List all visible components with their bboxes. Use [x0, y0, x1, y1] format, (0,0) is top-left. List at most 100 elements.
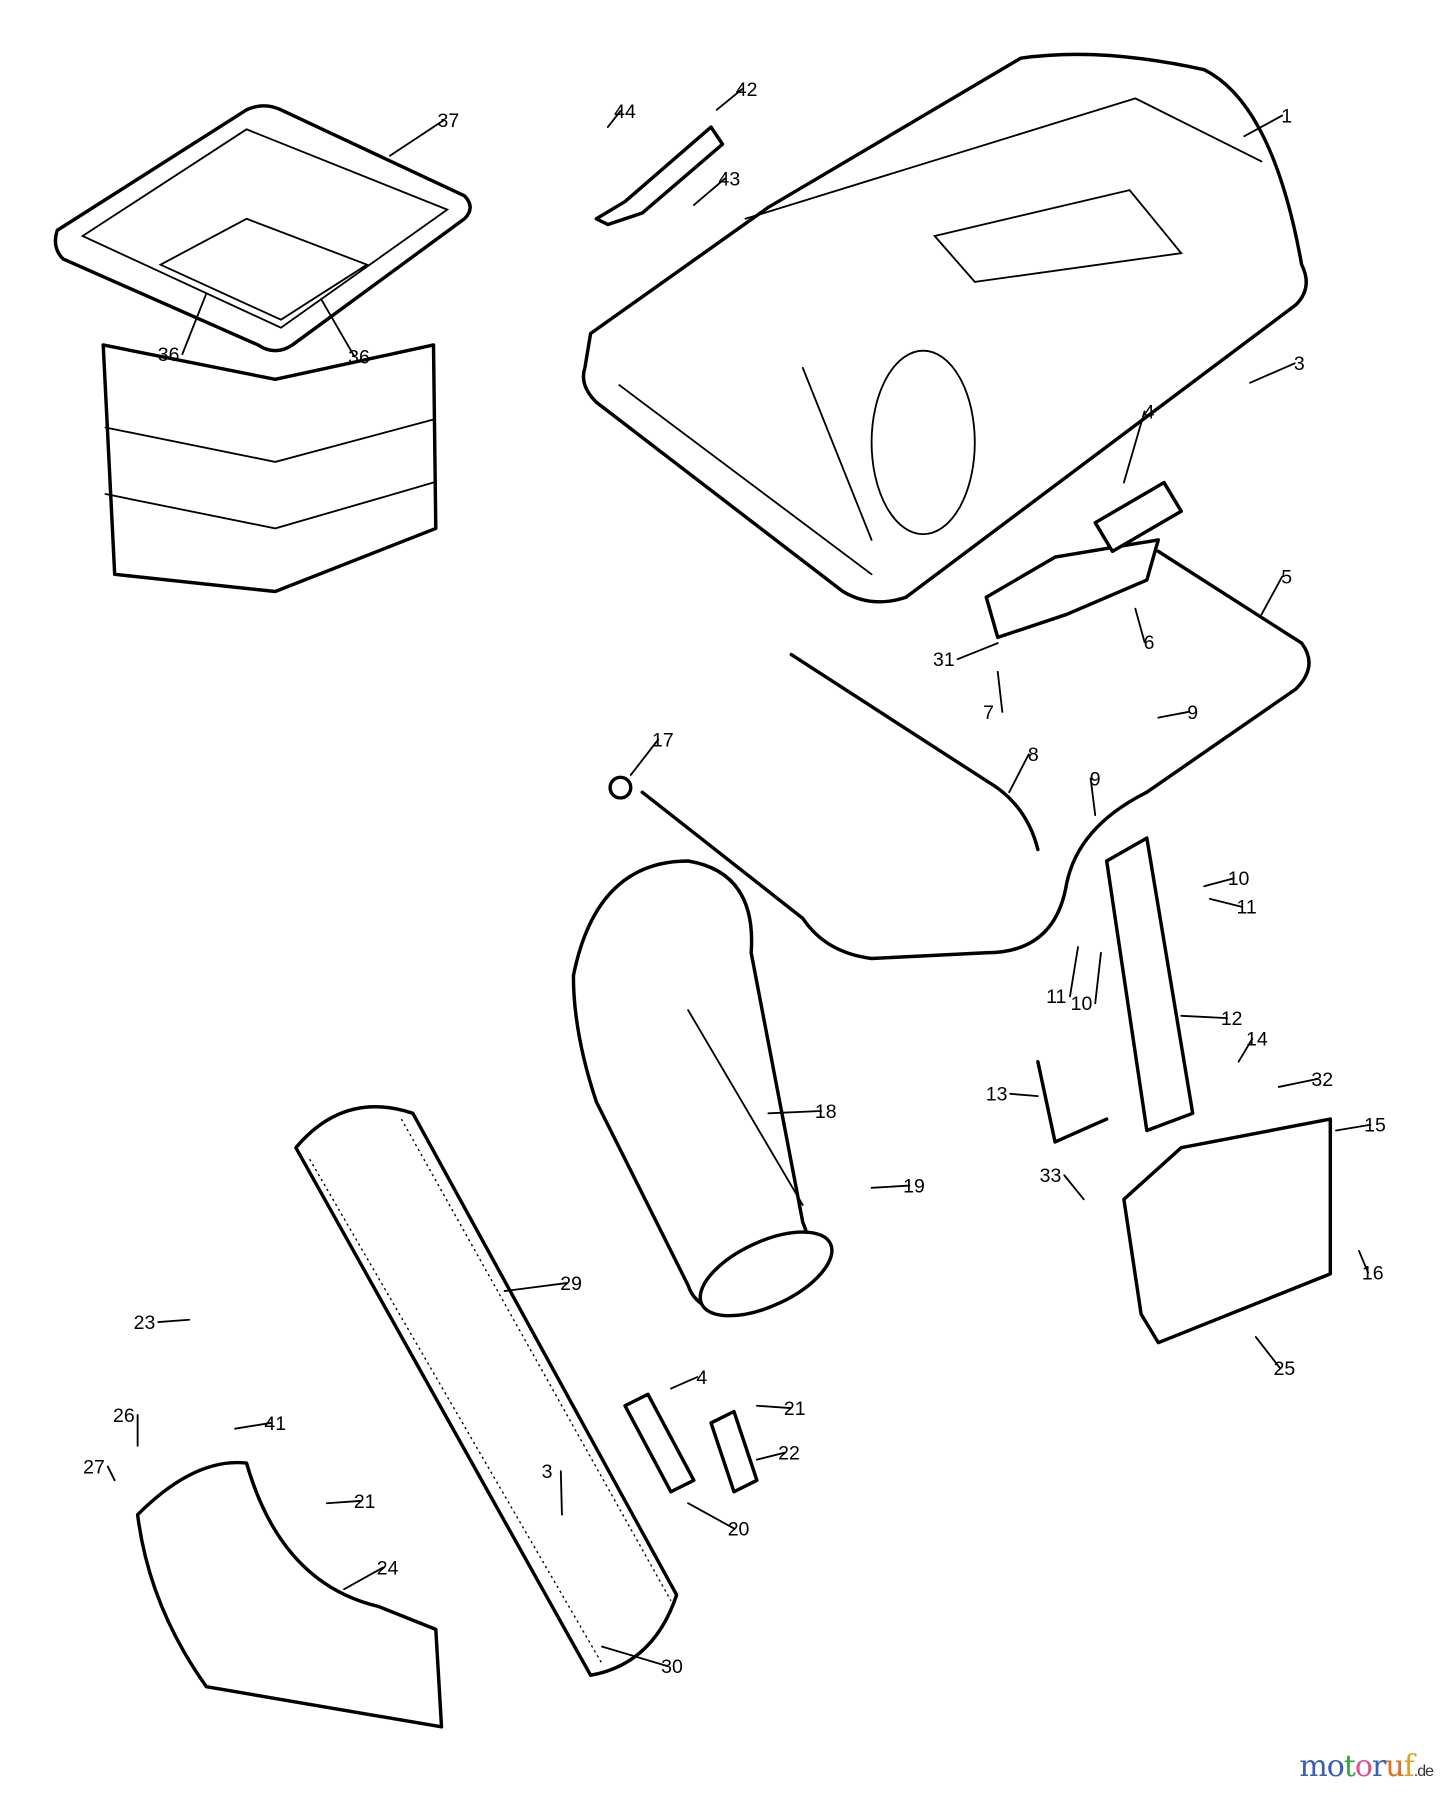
callout-37: 37 [438, 110, 460, 132]
callout-24: 24 [377, 1557, 399, 1579]
leader-line [870, 1184, 911, 1189]
part-mount [1122, 1117, 1333, 1345]
callout-29: 29 [560, 1273, 582, 1295]
callout-16: 16 [1362, 1263, 1384, 1285]
leader-line [106, 1465, 116, 1482]
callout-7: 7 [983, 702, 994, 724]
leader-line [181, 292, 208, 356]
callout-4: 4 [1144, 401, 1155, 423]
leader-line [1335, 1123, 1372, 1132]
callout-13: 13 [986, 1084, 1008, 1106]
callout-3: 3 [542, 1461, 553, 1483]
leader-line [503, 1282, 568, 1292]
leader-line [1134, 607, 1146, 643]
leader-line [1008, 753, 1030, 794]
callout-43: 43 [719, 169, 741, 191]
leader-line [601, 1645, 669, 1667]
leader-line [1260, 575, 1284, 616]
callout-36: 36 [158, 344, 180, 366]
leader-line [1249, 362, 1296, 384]
leader-line [320, 298, 356, 358]
callout-25: 25 [1274, 1358, 1296, 1380]
callout-26: 26 [113, 1405, 135, 1427]
leader-line [687, 1502, 735, 1530]
leader-line [1089, 777, 1097, 817]
part-hinge [1093, 480, 1183, 554]
callout-23: 23 [134, 1312, 156, 1334]
leader-line [325, 1500, 362, 1505]
leader-line [1063, 1174, 1085, 1201]
callout-36: 36 [348, 346, 370, 368]
part-latch [594, 125, 725, 227]
leader-line [1243, 114, 1284, 138]
callout-19: 19 [903, 1175, 925, 1197]
leader-line [1237, 1037, 1254, 1063]
callout-8: 8 [1028, 744, 1039, 766]
callout-20: 20 [728, 1518, 750, 1540]
leader-line [1358, 1250, 1370, 1274]
part-clamp [623, 1392, 696, 1494]
part-deflector [135, 1460, 444, 1729]
leader-line [606, 110, 622, 128]
leader-line [1180, 1014, 1229, 1020]
leader-line [629, 738, 660, 776]
part-tube [294, 1105, 679, 1677]
leader-line [996, 670, 1004, 713]
part-bracket [984, 538, 1161, 640]
leader-line [1157, 711, 1190, 719]
callout-9: 9 [1187, 702, 1198, 724]
callout-32: 32 [1311, 1069, 1333, 1091]
callout-15: 15 [1364, 1115, 1386, 1137]
leader-line [715, 88, 743, 111]
callout-10: 10 [1228, 868, 1250, 890]
logo-letter: f [1403, 1749, 1415, 1784]
logo-letter: r [1371, 1749, 1386, 1784]
logo-suffix: .de [1413, 1763, 1434, 1780]
callout-4: 4 [696, 1367, 707, 1389]
leader-line [956, 642, 999, 661]
callout-21: 21 [784, 1398, 806, 1420]
callout-27: 27 [83, 1456, 105, 1478]
part-frame [640, 549, 1311, 961]
callout-3: 3 [1294, 353, 1305, 375]
part-clamp-2 [709, 1409, 759, 1494]
leader-line [1009, 1092, 1039, 1098]
logo-letter: o [1354, 1749, 1373, 1784]
leader-line [559, 1470, 563, 1516]
part-cover [581, 52, 1308, 604]
callout-42: 42 [736, 79, 758, 101]
leader-line [1208, 897, 1243, 908]
logo-letter: o [1326, 1749, 1345, 1784]
callout-18: 18 [815, 1101, 837, 1123]
callout-17: 17 [652, 729, 674, 751]
leader-line [389, 119, 445, 157]
part-basket [53, 104, 472, 594]
leader-line [1094, 951, 1102, 1005]
leader-line [755, 1451, 786, 1461]
leader-line [1254, 1336, 1281, 1369]
callout-31: 31 [933, 649, 955, 671]
leader-line [755, 1404, 792, 1409]
leader-line [1277, 1077, 1319, 1088]
part-rod [789, 652, 1040, 852]
callout-11: 11 [1046, 986, 1066, 1008]
callout-21: 21 [354, 1491, 376, 1513]
logo-letter: u [1385, 1749, 1404, 1784]
leader-line [692, 177, 726, 206]
callout-9: 9 [1090, 768, 1101, 790]
part-post [1104, 836, 1195, 1133]
leader-line [343, 1566, 384, 1591]
leader-line [157, 1318, 191, 1323]
leader-line [767, 1110, 823, 1115]
callout-14: 14 [1246, 1029, 1268, 1051]
motoruf-logo: motoruf.de [1299, 1749, 1434, 1784]
callout-12: 12 [1221, 1008, 1243, 1030]
callout-5: 5 [1281, 566, 1292, 588]
callout-11: 11 [1236, 897, 1256, 919]
logo-letter: m [1299, 1749, 1327, 1784]
callout-44: 44 [614, 101, 636, 123]
leader-line [669, 1376, 699, 1390]
leader-line [1069, 946, 1079, 998]
part-handle [1036, 1059, 1109, 1144]
